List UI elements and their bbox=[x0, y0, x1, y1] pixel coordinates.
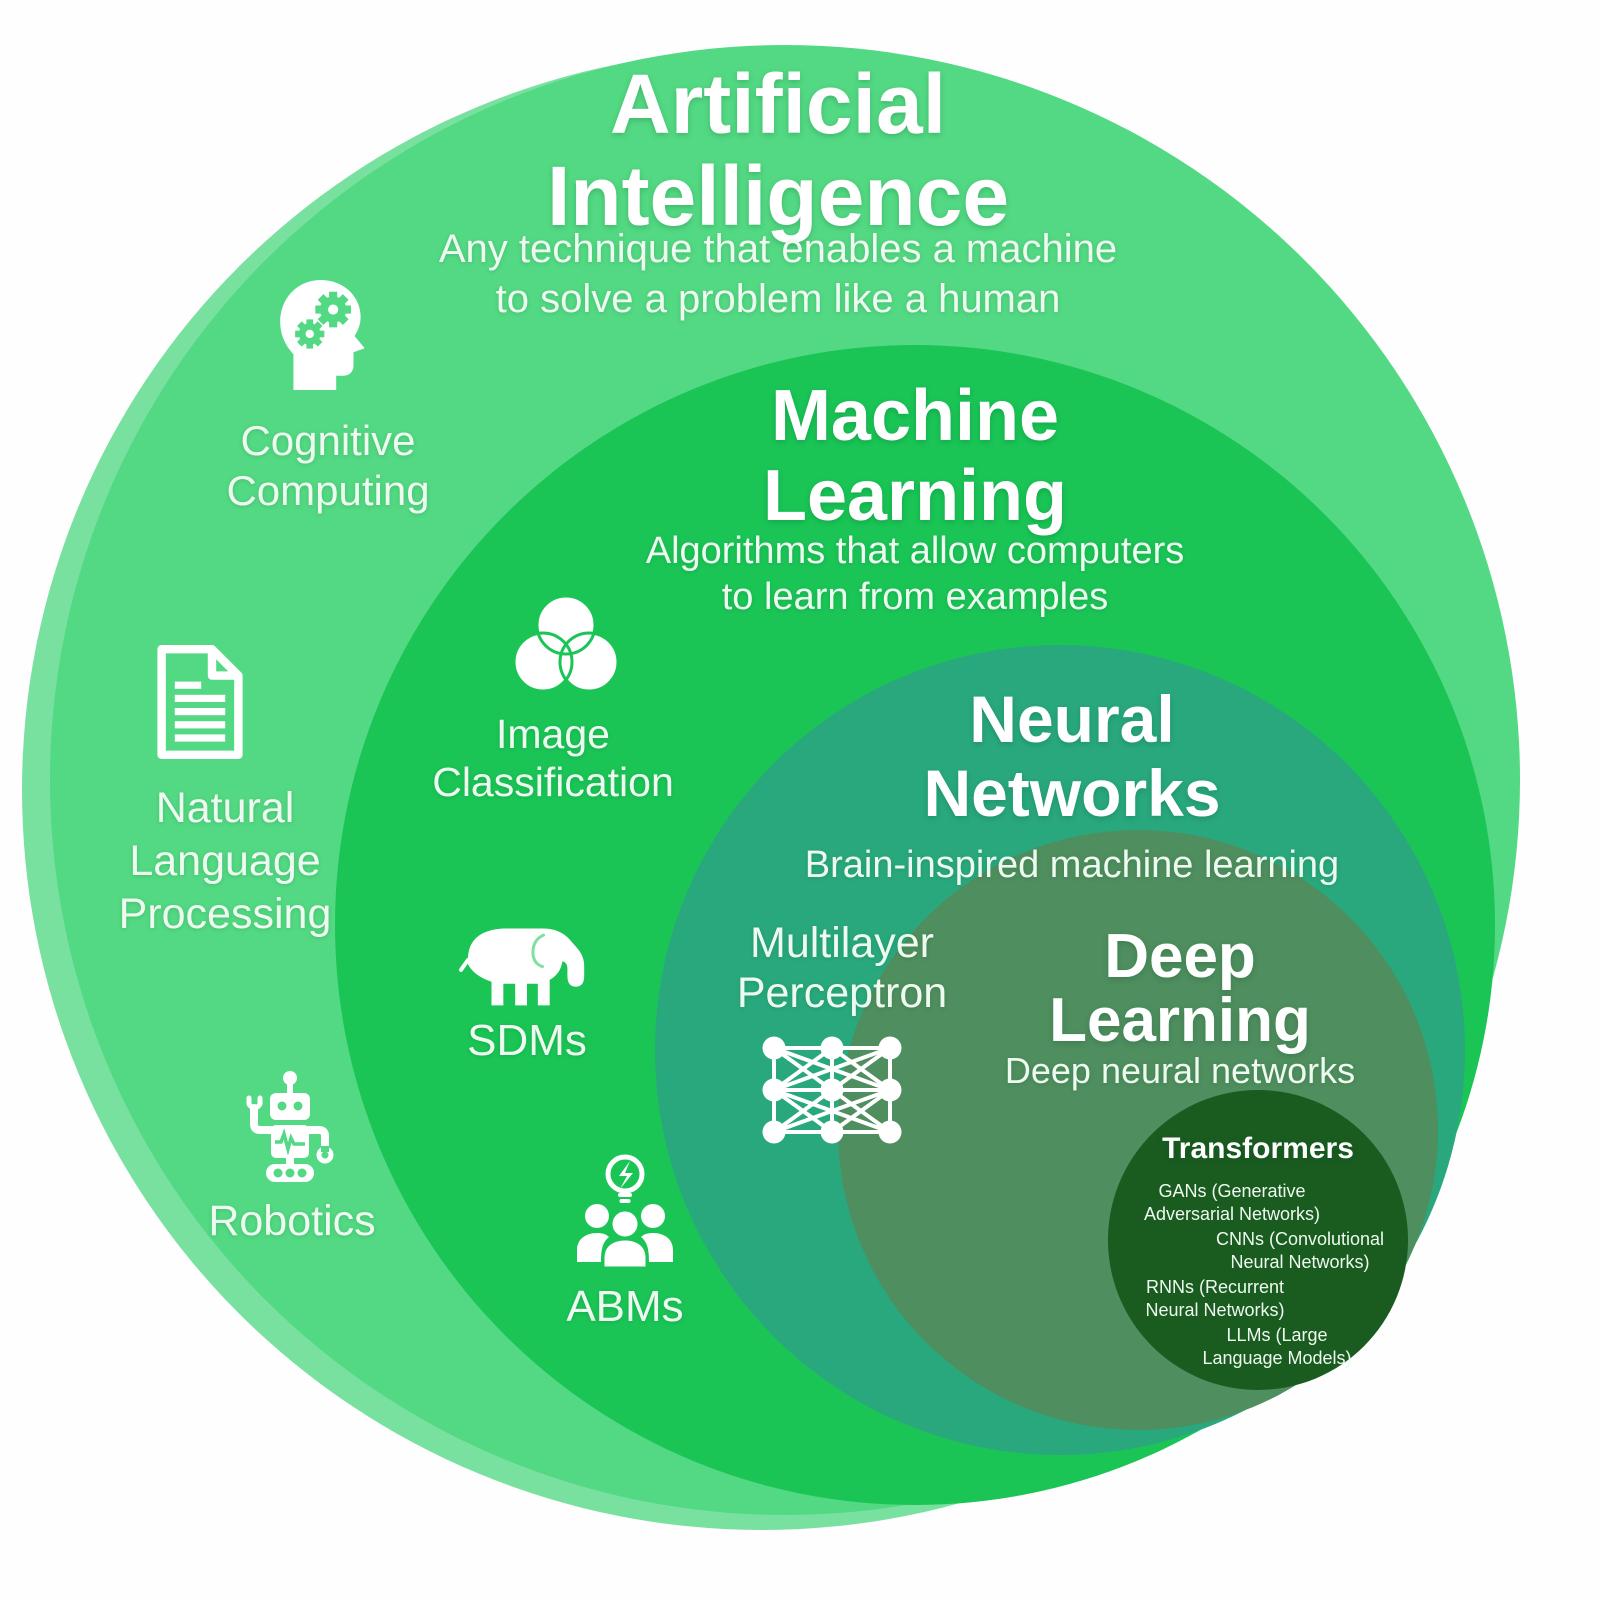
cognitive-line1: Cognitive bbox=[240, 417, 416, 464]
ml-title-line2: Learning bbox=[762, 456, 1068, 536]
imgclass-line2: Classification bbox=[432, 759, 674, 805]
transformers-circle bbox=[1108, 1090, 1408, 1390]
ai-title: Artificial Intelligence bbox=[278, 58, 1278, 242]
transformers-item-gans: GANs (Generative Adversarial Networks) bbox=[1092, 1180, 1372, 1225]
ml-subtitle-line2: to learn from examples bbox=[721, 576, 1109, 618]
head-gears-icon bbox=[280, 280, 365, 390]
ai-subtitle: Any technique that enables a machine to … bbox=[278, 224, 1278, 324]
dl-subtitle: Deep neural networks bbox=[880, 1050, 1480, 1092]
ai-subtitle-line1: Any technique that enables a machine bbox=[438, 227, 1118, 271]
ai-title-line2: Intelligence bbox=[546, 149, 1010, 243]
ml-subtitle: Algorithms that allow computers to learn… bbox=[515, 528, 1315, 620]
robot-icon bbox=[246, 1071, 334, 1182]
venn-diagram-icon bbox=[512, 594, 620, 693]
gans-line2: Adversarial Networks) bbox=[1143, 1203, 1321, 1224]
dl-subtitle-line1: Deep neural networks bbox=[1004, 1050, 1356, 1091]
label-cognitive-computing: Cognitive Computing bbox=[128, 416, 528, 516]
elephant-icon bbox=[458, 928, 585, 1006]
dl-title: Deep Learning bbox=[880, 925, 1480, 1053]
label-abms: ABMs bbox=[566, 1282, 684, 1331]
nlp-line1: Natural bbox=[155, 784, 295, 832]
label-image-classification: Image Classification bbox=[333, 710, 773, 806]
ai-title-line1: Artificial bbox=[609, 57, 947, 151]
transformers-item-cnns: CNNs (Convolutional Neural Networks) bbox=[1160, 1228, 1440, 1273]
label-multilayer-perceptron: Multilayer Perceptron bbox=[632, 918, 1052, 1018]
rnns-line2: Neural Networks) bbox=[1145, 1299, 1285, 1320]
dl-title-line2: Learning bbox=[1049, 986, 1311, 1055]
imgclass-line1: Image bbox=[496, 711, 610, 757]
mlp-line1: Multilayer bbox=[750, 919, 934, 967]
cnns-line2: Neural Networks) bbox=[1230, 1251, 1370, 1272]
label-natural-language-processing: Natural Language Processing bbox=[25, 782, 425, 941]
label-robotics: Robotics bbox=[208, 1197, 376, 1245]
nn-title-line1: Neural bbox=[969, 682, 1175, 756]
people-lightbulb-icon bbox=[577, 1154, 673, 1270]
label-sdms: SDMs bbox=[467, 1016, 587, 1065]
llms-line2: Language Models) bbox=[1202, 1347, 1352, 1368]
transformers-item-llms: LLMs (Large Language Models) bbox=[1137, 1324, 1417, 1369]
neural-network-icon bbox=[762, 1036, 902, 1144]
llms-line1: LLMs (Large bbox=[1226, 1325, 1328, 1345]
dl-title-line1: Deep bbox=[1104, 922, 1256, 991]
gans-line1: GANs (Generative bbox=[1158, 1181, 1306, 1201]
nlp-line3: Processing bbox=[118, 890, 332, 938]
ml-title-line1: Machine bbox=[770, 376, 1060, 456]
rnns-line1: RNNs (Recurrent bbox=[1145, 1277, 1285, 1297]
transformers-item-rnns: RNNs (Recurrent Neural Networks) bbox=[1075, 1276, 1355, 1321]
document-icon bbox=[157, 645, 243, 759]
nlp-line2: Language bbox=[129, 837, 321, 885]
transformers-title: Transformers bbox=[1162, 1132, 1354, 1165]
ai-subtitle-line2: to solve a problem like a human bbox=[495, 277, 1061, 321]
nn-title: Neural Networks bbox=[722, 682, 1422, 830]
cognitive-line2: Computing bbox=[226, 467, 430, 514]
nn-title-line2: Networks bbox=[923, 756, 1221, 830]
nn-subtitle-line1: Brain-inspired machine learning bbox=[804, 844, 1340, 886]
ml-subtitle-line1: Algorithms that allow computers bbox=[645, 530, 1185, 572]
ml-title: Machine Learning bbox=[515, 376, 1315, 536]
mlp-line2: Perceptron bbox=[736, 969, 948, 1017]
nn-subtitle: Brain-inspired machine learning bbox=[722, 842, 1422, 888]
cnns-line1: CNNs (Convolutional bbox=[1215, 1229, 1385, 1249]
